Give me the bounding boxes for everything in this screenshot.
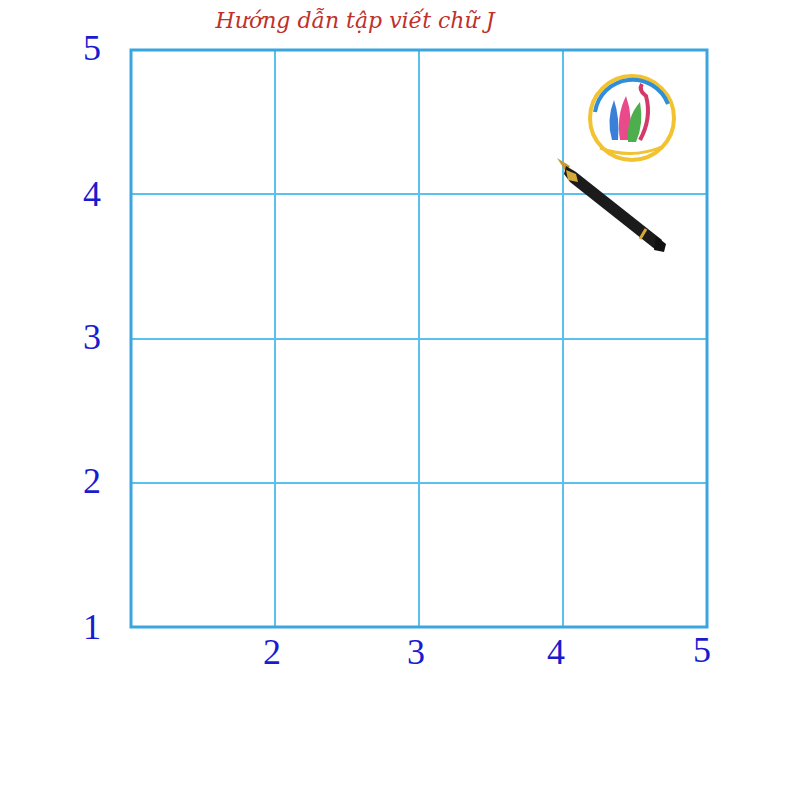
axis-number: 4 [83, 173, 101, 215]
title: Hướng dẫn tập viết chữ J [216, 8, 495, 33]
axis-number: 3 [83, 316, 101, 358]
axis-number: 2 [263, 631, 281, 673]
axis-number: 2 [83, 460, 101, 502]
axis-number: 5 [693, 629, 711, 671]
axis-number: 1 [83, 606, 101, 648]
axis-number: 3 [407, 631, 425, 673]
axis-number: 4 [547, 631, 565, 673]
axis-number: 5 [83, 27, 101, 69]
logo [590, 76, 674, 160]
fountain-pen [557, 158, 666, 252]
